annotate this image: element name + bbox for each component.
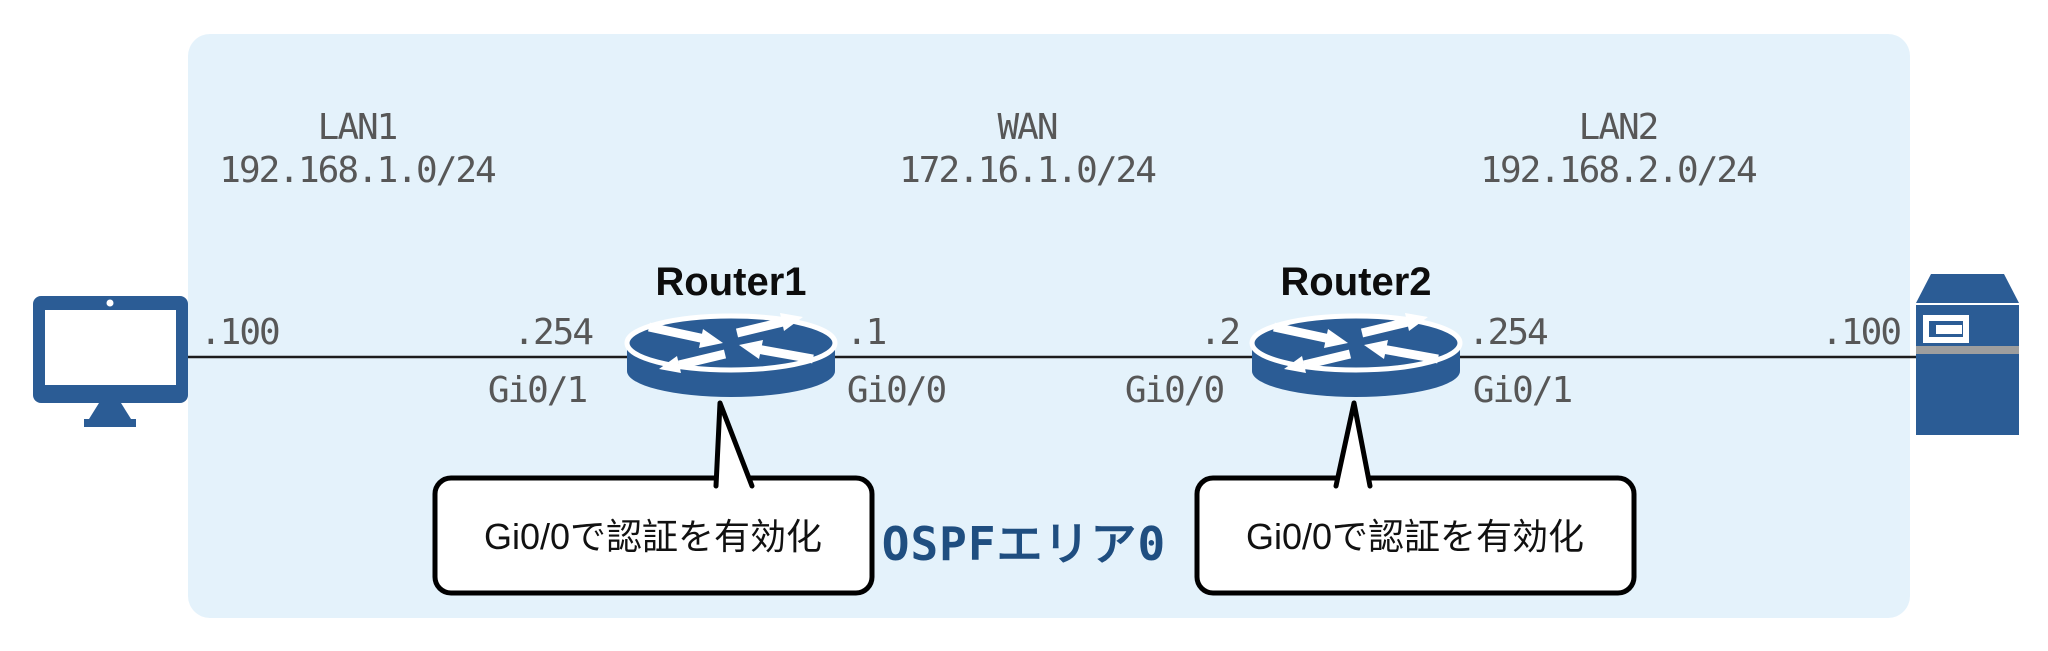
router1-lan-interface-label: Gi0/1 xyxy=(488,370,587,411)
router1-wan-ip-label: .1 xyxy=(846,312,886,353)
monitor-base xyxy=(84,419,136,427)
router2-lan-interface-label: Gi0/1 xyxy=(1473,370,1572,411)
callout-router2-box xyxy=(1194,475,1637,596)
router2-icon xyxy=(1252,313,1460,397)
server-drive-slot xyxy=(1923,315,1969,343)
monitor-screen xyxy=(45,310,176,385)
router1-wan-interface-label: Gi0/0 xyxy=(847,370,946,411)
ospf-area-label: OSPFエリア0 xyxy=(882,517,1166,571)
router2-wan-interface-label: Gi0/0 xyxy=(1125,370,1224,411)
router1-lan-ip-label: .254 xyxy=(513,312,592,353)
desktop-pc-icon xyxy=(33,296,188,427)
callout-router1-text: Gi0/0で認証を有効化 xyxy=(484,516,822,557)
lan2-subnet-label: 192.168.2.0/24 xyxy=(1480,150,1756,191)
router2-title: Router2 xyxy=(1280,260,1431,304)
router2-lan-ip-label: .254 xyxy=(1468,312,1547,353)
lan1-segment-label: LAN1 192.168.1.0/24 xyxy=(219,107,497,191)
wan-subnet-label: 172.16.1.0/24 xyxy=(899,150,1155,191)
camera-dot xyxy=(106,299,114,307)
callout-router1-box xyxy=(432,475,875,596)
callout-router1: Gi0/0で認証を有効化 xyxy=(432,400,875,596)
server-ip-label: .100 xyxy=(1821,312,1900,353)
monitor-stand xyxy=(89,403,131,419)
server-drive-bar xyxy=(1936,325,1962,334)
router2-wan-ip-label: .2 xyxy=(1200,312,1239,353)
lan1-name-label: LAN1 xyxy=(318,107,397,148)
callout-router2: Gi0/0で認証を有効化 xyxy=(1194,400,1637,596)
callout-router2-text: Gi0/0で認証を有効化 xyxy=(1246,516,1584,557)
callout-router2-tail xyxy=(1336,403,1370,484)
router1-title: Router1 xyxy=(655,260,806,304)
ospf-area-panel xyxy=(188,34,1910,618)
lan1-subnet-label: 192.168.1.0/24 xyxy=(219,150,495,191)
router1-icon xyxy=(627,313,835,397)
server-top-face xyxy=(1916,274,2019,303)
server-band xyxy=(1916,346,2019,354)
wan-segment-label: WAN 172.16.1.0/24 xyxy=(899,107,1157,191)
wan-name-label: WAN xyxy=(997,107,1056,148)
lan2-name-label: LAN2 xyxy=(1579,107,1658,148)
pc-ip-label: .100 xyxy=(200,312,279,353)
server-icon xyxy=(1916,274,2019,435)
lan2-segment-label: LAN2 192.168.2.0/24 xyxy=(1480,107,1758,191)
